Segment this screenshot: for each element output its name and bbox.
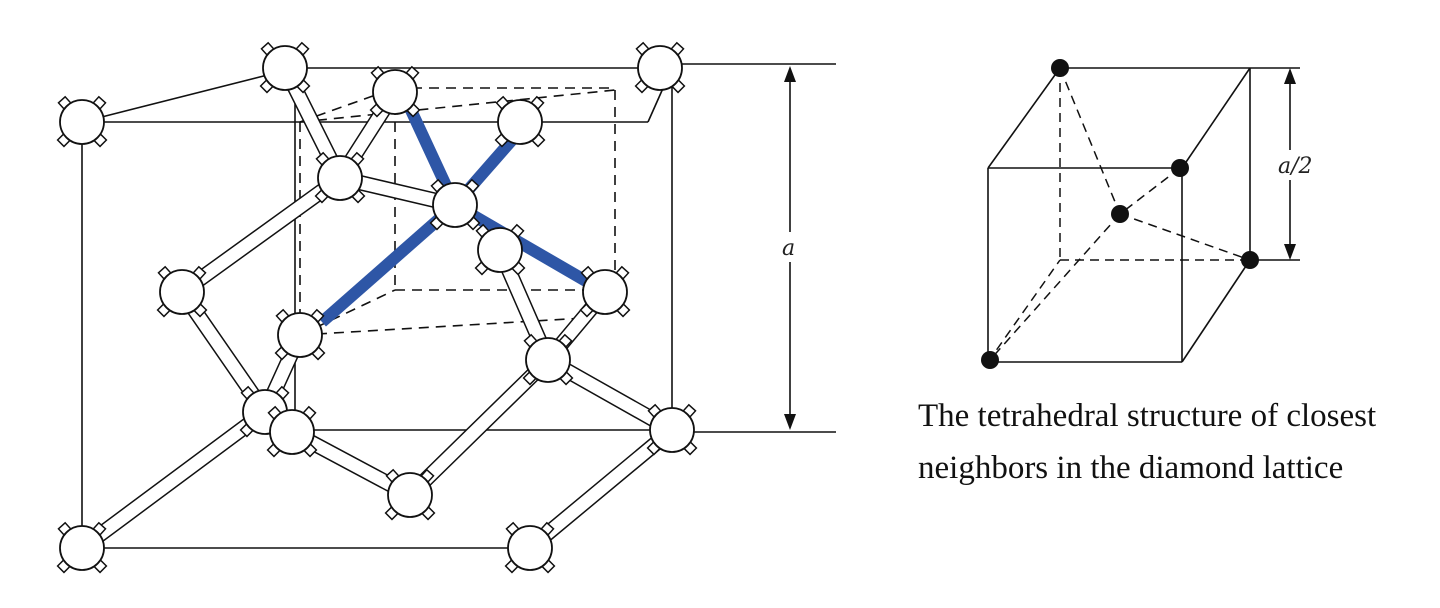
figure-caption: The tetrahedral structure of closest nei… [918,390,1438,494]
atom [579,265,631,318]
atom-sphere [277,312,323,358]
atom [56,95,108,148]
unit-cell-edges [81,63,836,549]
atom-sphere [432,182,478,228]
atom [266,405,318,458]
atom-sphere [477,227,523,273]
white-bond [76,405,271,555]
atom-sphere [59,99,105,145]
atom-sphere [269,409,315,455]
atom-sphere [582,269,628,315]
atom [274,308,326,361]
atom-sphere [159,269,205,315]
atom-sphere [317,155,363,201]
caption-line-2: neighbors in the diamond lattice [918,450,1344,486]
atom-sphere [637,45,683,91]
atom [634,41,686,94]
diamond-unit-cell-diagram: a [56,41,836,574]
lattice-constant-label: a [782,236,795,261]
half-lattice-label: a/2 [1278,154,1313,179]
atom-sphere [497,99,543,145]
atom [429,178,481,231]
atom-sphere [372,69,418,115]
atom-sphere [59,525,105,571]
half-lattice-dimension [1276,68,1316,260]
atom-sphere [649,407,695,453]
atom [314,151,366,204]
lattice-constant-dimension [776,66,804,430]
atom-sphere [387,472,433,518]
caption-line-1: The tetrahedral structure of closest [918,398,1377,434]
atom [156,265,208,318]
atom [494,95,546,148]
atom [504,521,556,574]
atom [369,65,421,118]
tetrahedron-atoms [981,59,1259,369]
atom [522,333,574,386]
atom-sphere [525,337,571,383]
atom [646,403,698,456]
atom-sphere [262,45,308,91]
atom [56,521,108,574]
atom [384,468,436,521]
tetrahedron-hidden-edges [987,67,1251,363]
white-bond [176,171,346,299]
tetrahedron-cube-edges [987,67,1300,363]
atom-sphere [507,525,553,571]
atoms [56,41,698,574]
blue-bond [451,199,602,294]
atom [259,41,311,94]
atom [474,223,526,276]
tetrahedron-cube-diagram: a/2 [981,59,1316,369]
